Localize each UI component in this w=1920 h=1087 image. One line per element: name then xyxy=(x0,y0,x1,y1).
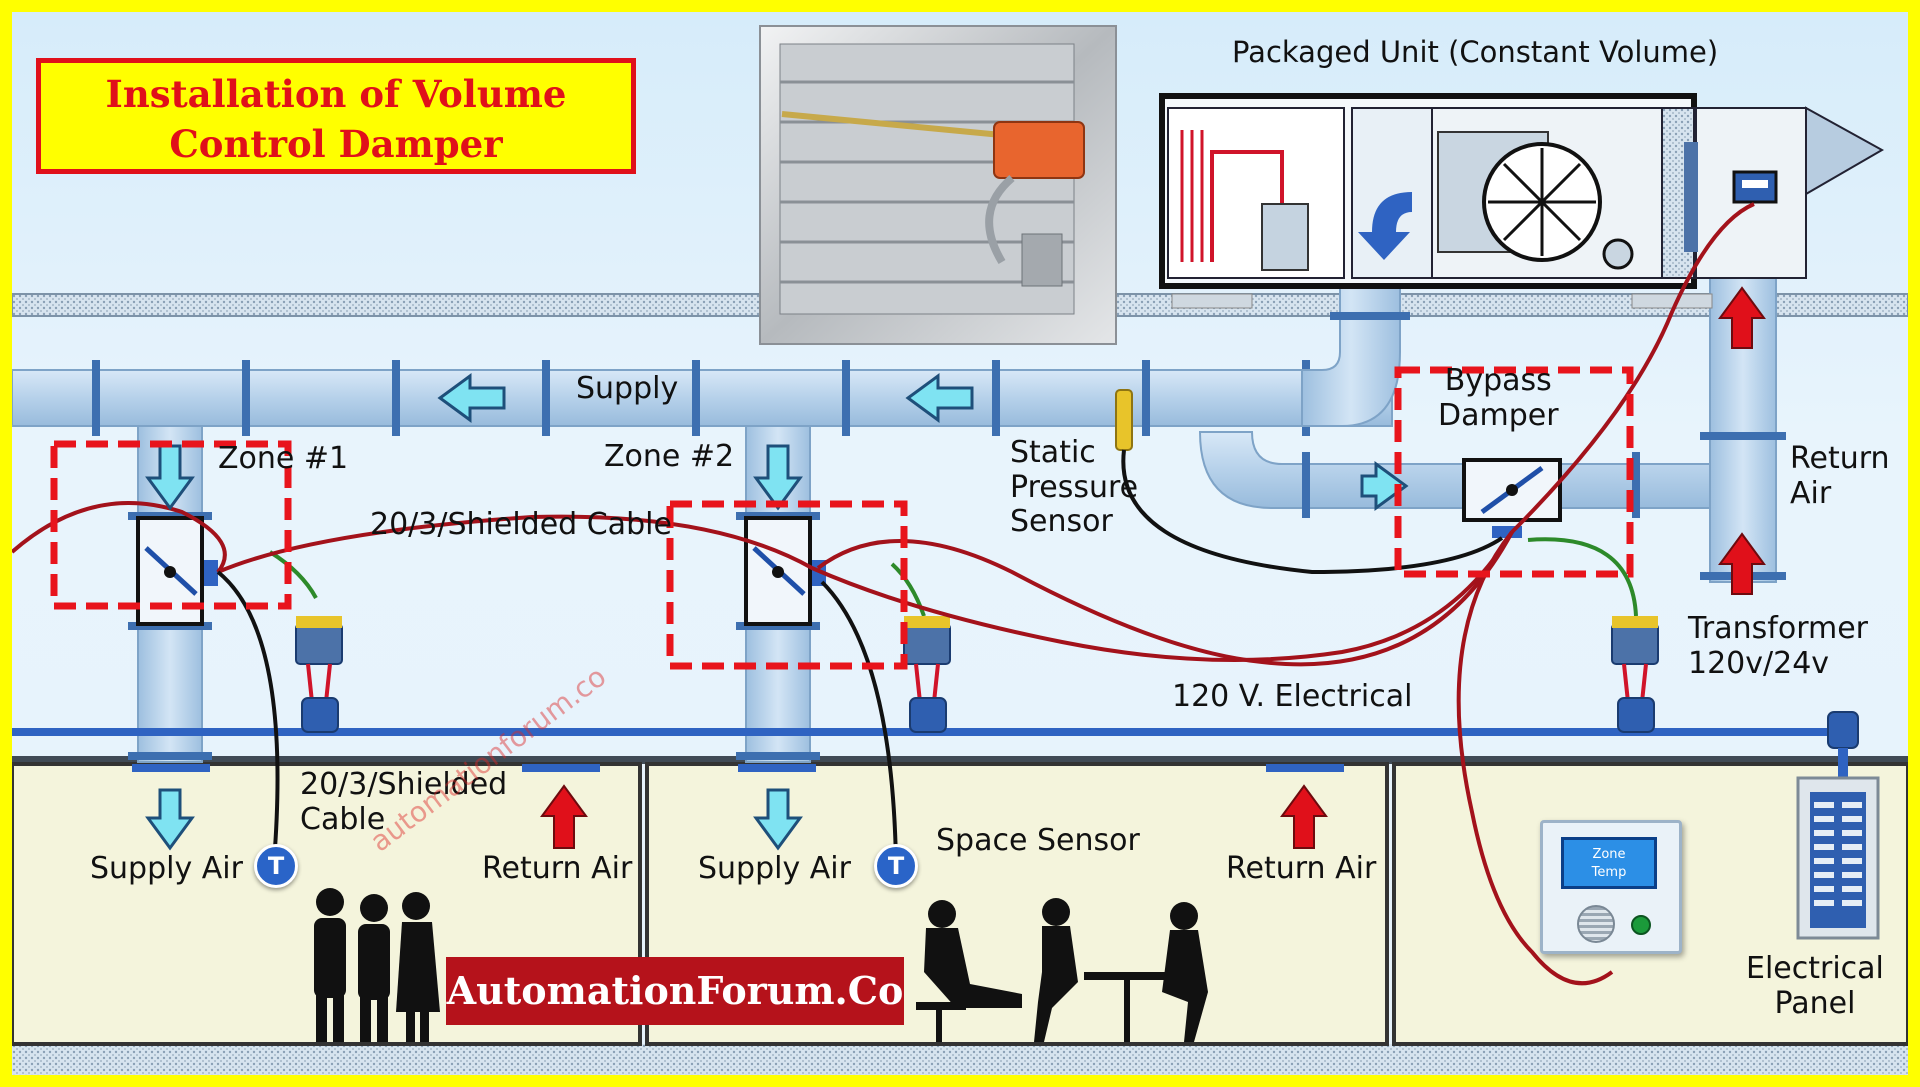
return-flow-arrows xyxy=(540,286,1766,849)
transformer-3 xyxy=(1527,537,1659,733)
electrical-panel xyxy=(1796,776,1880,940)
zone-temp-line-2: Temp xyxy=(1591,865,1627,880)
supply-duct xyxy=(12,369,1393,427)
damper-highlight-boxes xyxy=(50,366,1634,670)
return-air-line-2: Air xyxy=(1790,475,1832,511)
return-air-label-zone1: Return Air xyxy=(482,851,633,886)
zone-temp-line-1: Zone xyxy=(1592,847,1626,862)
return-air-label-zone2: Return Air xyxy=(1226,851,1377,886)
people-silhouettes-zone1 xyxy=(314,888,440,1042)
packaged-unit-label: Packaged Unit (Constant Volume) xyxy=(1232,35,1719,69)
cable-bottom-line-2: Cable xyxy=(300,801,386,837)
bypass-line-1: Bypass xyxy=(1444,363,1552,398)
status-led-icon xyxy=(1631,915,1651,935)
electrical-panel-label: Electrical Panel xyxy=(1746,951,1884,1021)
cable-label-bottom: 20/3/Shielded Cable xyxy=(300,767,508,837)
supply-air-label-zone2: Supply Air xyxy=(698,851,851,886)
speaker-grille-icon xyxy=(1577,905,1615,943)
space-sensor-zone2: T xyxy=(874,844,918,888)
electrical-panel-line-2: Panel xyxy=(1774,985,1856,1021)
ceiling-diffusers xyxy=(132,764,1344,772)
space-sensor-label: Space Sensor xyxy=(936,823,1140,858)
static-pressure-sensor-label: Static Pressure Sensor xyxy=(1010,435,1139,540)
diagram-canvas: Installation of Volume Control Damper Pa… xyxy=(12,12,1908,1075)
static-pressure-line-1: Static xyxy=(1010,435,1096,470)
floor-slab xyxy=(12,1044,1908,1075)
return-air-duct-label: Return Air xyxy=(1790,441,1890,511)
zone1-label: Zone #1 xyxy=(218,441,349,476)
wiring xyxy=(12,202,1755,986)
static-pressure-line-2: Pressure xyxy=(1010,469,1139,505)
bypass-duct xyxy=(1198,431,1713,509)
title-line-2: Control Damper xyxy=(169,122,503,166)
cable-bottom-line-1: 20/3/Shielded xyxy=(300,767,508,802)
brand-banner: AutomationForum.Co xyxy=(446,957,904,1025)
diagram-title: Installation of Volume Control Damper xyxy=(36,58,636,174)
transformer-line-2: 120v/24v xyxy=(1688,645,1830,681)
zone-temp-controller: Zone Temp xyxy=(1540,820,1682,954)
supply-label: Supply xyxy=(576,371,679,406)
bypass-damper-label: Bypass Damper xyxy=(1438,363,1559,433)
packaged-unit xyxy=(1159,93,1885,289)
transformer-1 xyxy=(268,550,343,733)
electrical-line-label: 120 V. Electrical xyxy=(1172,679,1413,714)
ceiling-line xyxy=(12,756,1908,764)
cable-label-top: 20/3/Shielded Cable xyxy=(370,507,672,542)
supply-air-label-zone1: Supply Air xyxy=(90,851,243,886)
hvac-diagram xyxy=(12,25,1908,1075)
damper-photo xyxy=(759,25,1117,345)
transformer-label: Transformer 120v/24v xyxy=(1688,611,1869,681)
bypass-damper-body xyxy=(1462,458,1562,538)
people-silhouettes-zone2 xyxy=(916,898,1208,1042)
space-sensor-zone1: T xyxy=(254,844,298,888)
transformer-line-1: Transformer xyxy=(1688,611,1869,646)
zone-temp-display: Zone Temp xyxy=(1561,837,1657,889)
transformer-2 xyxy=(890,562,951,733)
zone2-damper xyxy=(744,516,826,626)
zone2-label: Zone #2 xyxy=(604,439,735,474)
supply-flow-arrows xyxy=(145,373,1409,851)
return-air-line-1: Return xyxy=(1790,441,1890,476)
electrical-panel-line-1: Electrical xyxy=(1746,951,1884,986)
title-line-1: Installation of Volume xyxy=(105,72,567,116)
bypass-line-2: Damper xyxy=(1438,397,1559,433)
static-pressure-line-3: Sensor xyxy=(1010,504,1113,539)
